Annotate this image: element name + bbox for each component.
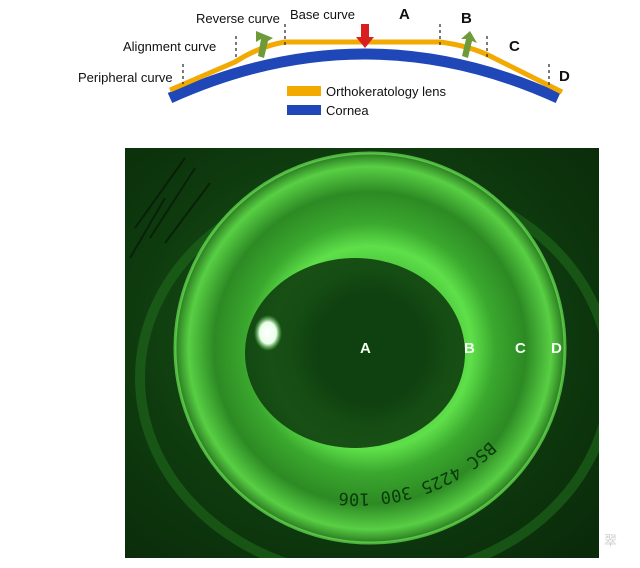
photo-zone-d: D — [551, 340, 562, 357]
photo-zone-c: C — [515, 340, 526, 357]
base-curve-label: Base curve — [290, 7, 355, 22]
photo-zone-a: A — [360, 340, 371, 357]
zone-label-b: B — [461, 10, 472, 27]
legend-label-lens: Orthokeratology lens — [326, 84, 446, 99]
fluorescein-photo: A B C D BSC 4225 300 106 — [125, 148, 599, 558]
alignment-curve-label: Alignment curve — [123, 39, 216, 54]
legend: Orthokeratology lens Cornea — [287, 84, 446, 118]
photo-zone-b: B — [464, 340, 475, 357]
treatment-zone — [245, 258, 465, 448]
zone-label-c: C — [509, 38, 520, 55]
zone-label-d: D — [559, 68, 570, 85]
lens-cornea-diagram: Reverse curve Base curve Alignment curve… — [78, 6, 570, 118]
up-arrow-icon — [461, 31, 477, 58]
light-reflex — [254, 315, 282, 351]
zone-label-a: A — [399, 6, 410, 23]
peripheral-curve-label: Peripheral curve — [78, 70, 173, 85]
legend-swatch-lens — [287, 86, 321, 96]
legend-label-cornea: Cornea — [326, 103, 369, 118]
reverse-curve-label: Reverse curve — [196, 11, 280, 26]
legend-swatch-cornea — [287, 105, 321, 115]
watermark: 翠 — [604, 534, 618, 549]
up-arrow-icon — [256, 31, 273, 58]
eyelashes — [129, 157, 211, 259]
cornea-arc — [167, 48, 561, 104]
down-arrow-icon — [356, 24, 374, 48]
curve-boundaries — [182, 24, 550, 86]
